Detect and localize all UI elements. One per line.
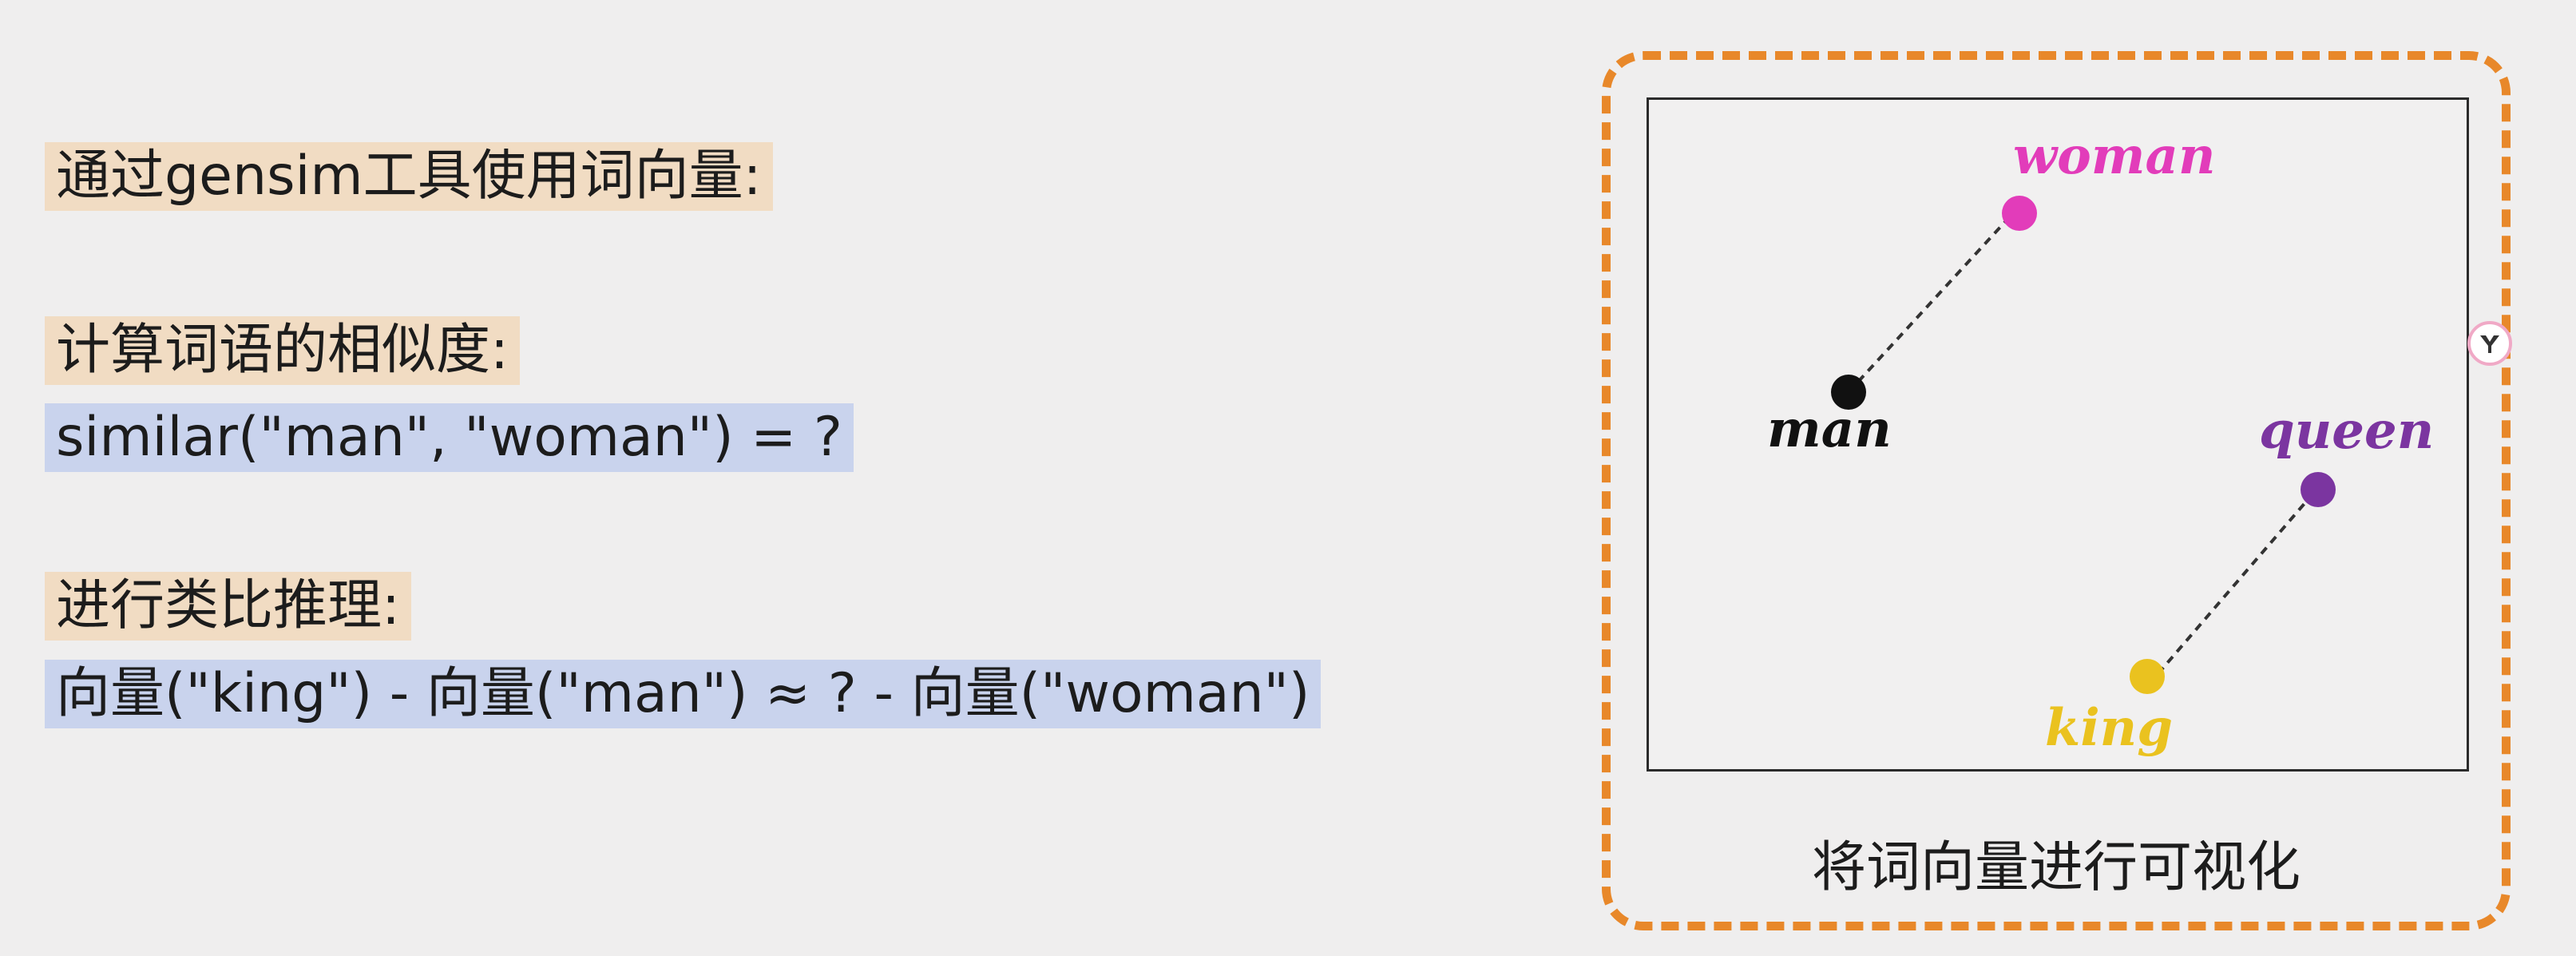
label-queen: queen — [2259, 401, 2434, 461]
visualization-frame — [1602, 51, 2511, 930]
label-king: king — [2045, 698, 2173, 758]
floating-tool-icon[interactable] — [2467, 321, 2512, 366]
point-man — [1831, 375, 1866, 410]
link-man-woman — [1847, 212, 2015, 394]
word-vector-plot: woman man queen king — [1647, 97, 2469, 772]
point-queen — [2301, 472, 2336, 507]
point-king — [2130, 659, 2165, 694]
word-vector-svg: woman man queen king — [1767, 126, 2434, 758]
heading-gensim: 通过gensim工具使用词向量: — [45, 142, 773, 211]
heading-similarity: 计算词语的相似度: — [45, 316, 520, 385]
heading-analogy: 进行类比推理: — [45, 572, 411, 641]
visualization-caption: 将词向量进行可视化 — [1811, 836, 2301, 899]
label-woman: woman — [2013, 126, 2216, 186]
tool-glyph-icon — [2480, 335, 2499, 353]
analogy-formula: 向量("king") - 向量("man") ≈ ? - 向量("woman") — [45, 660, 1322, 728]
point-woman — [2002, 196, 2037, 231]
similarity-formula: similar("man", "woman") = ? — [45, 403, 854, 472]
label-man: man — [1767, 399, 1892, 459]
link-king-queen — [2147, 488, 2318, 686]
